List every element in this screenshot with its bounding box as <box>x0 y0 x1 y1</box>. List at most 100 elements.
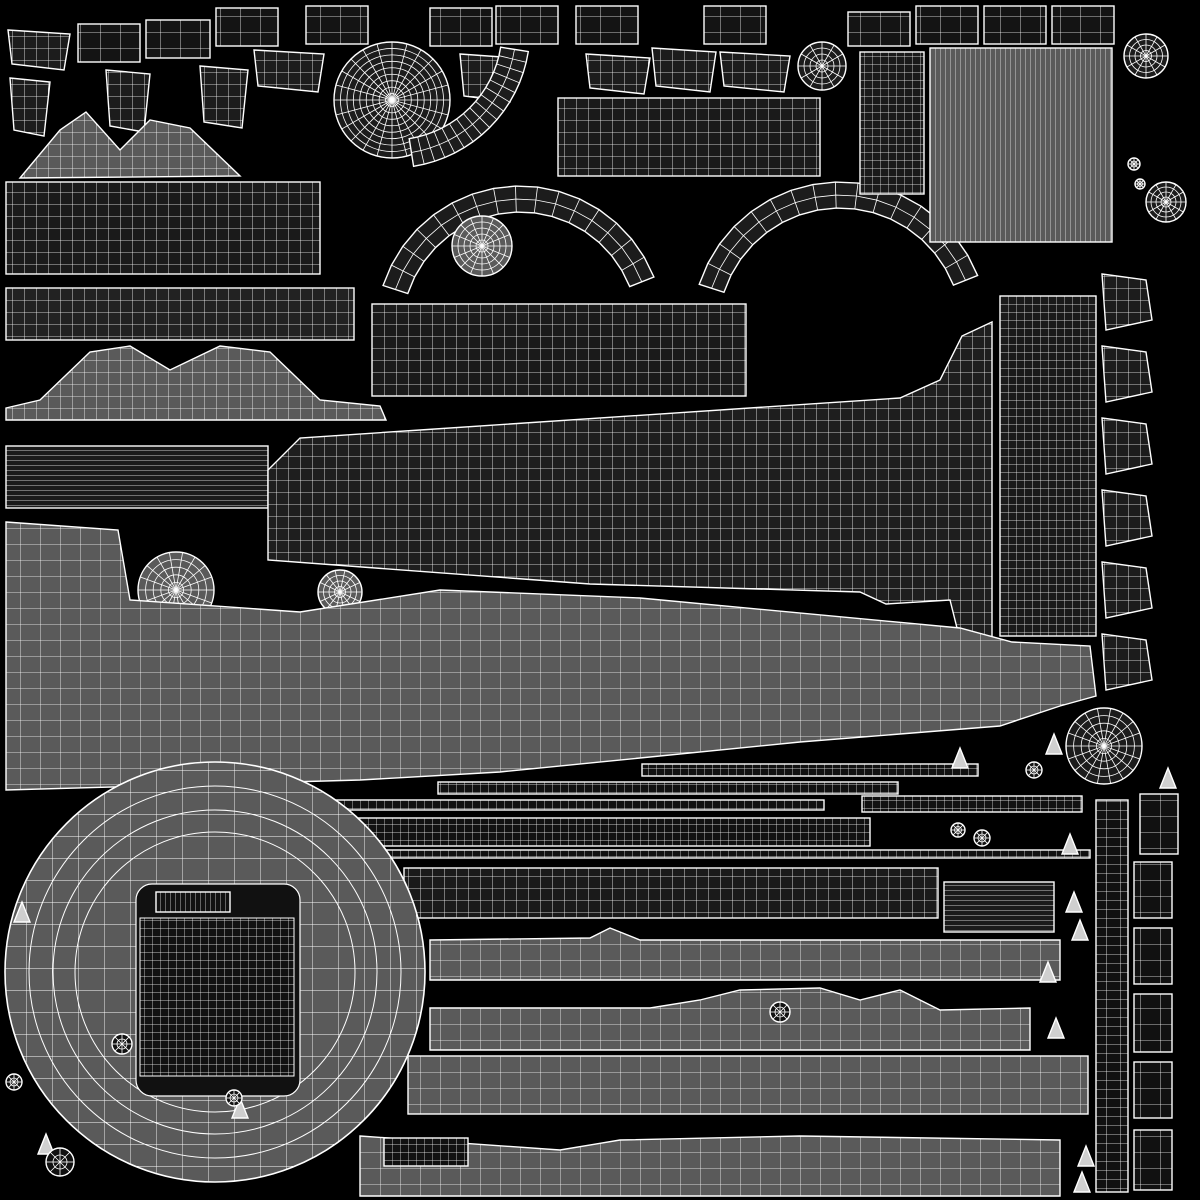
radial-bit-island <box>13 1076 20 1083</box>
top-box-island <box>429 7 493 47</box>
cone-island <box>1160 768 1176 788</box>
block-island <box>929 47 1113 243</box>
radial-part-island <box>140 576 177 591</box>
radial-disc-island <box>391 84 449 101</box>
radial-part-island <box>1103 708 1111 747</box>
radial-bit-island <box>779 1004 788 1013</box>
top-box-island <box>983 5 1047 45</box>
radial-bit-island <box>976 832 983 839</box>
top-box-island <box>915 5 979 45</box>
radial-part-island <box>1103 745 1111 784</box>
top-box-island <box>1051 5 1115 45</box>
radial-part-island <box>156 556 177 591</box>
radial-part-island <box>481 245 504 268</box>
radial-part-island <box>1165 184 1177 203</box>
radial-bit-island <box>1033 769 1040 776</box>
cone-island <box>1072 920 1088 940</box>
radial-part-island <box>175 556 196 591</box>
radial-bit-island <box>114 1043 123 1052</box>
radial-part-island <box>320 582 341 593</box>
cone-island <box>1046 734 1062 754</box>
radial-bit-island <box>59 1151 71 1163</box>
top-box-island <box>305 5 369 45</box>
arch-band-island <box>698 181 979 294</box>
radial-part-island <box>1074 721 1105 747</box>
radial-disc-island <box>376 43 393 101</box>
cone-island <box>36 1132 56 1155</box>
radial-bit-island <box>59 1161 71 1173</box>
radial-bit-island <box>1129 159 1135 165</box>
rail-island <box>641 763 979 777</box>
rail-island <box>403 867 939 919</box>
radial-part-island <box>801 65 823 79</box>
strip-island <box>5 445 269 509</box>
radial-bit-island <box>228 1097 235 1104</box>
cap-island <box>7 29 71 71</box>
radial-part-island <box>1165 201 1184 213</box>
radial-part-island <box>1148 191 1167 203</box>
radial-part-island <box>470 218 483 247</box>
radial-part-island <box>1134 36 1147 57</box>
radial-bit-island <box>13 1081 20 1088</box>
cone-island <box>12 900 32 923</box>
radial-bit-island <box>8 1076 15 1083</box>
cone-island <box>1074 1172 1090 1192</box>
radial-part-island <box>1084 745 1105 780</box>
radial-bit-island <box>772 1011 781 1020</box>
radial-part-island <box>1126 44 1147 57</box>
side-rail-island <box>1095 799 1129 1193</box>
radial-part-island <box>809 65 823 87</box>
radial-part-island <box>1068 745 1105 760</box>
radial-part-island <box>1103 721 1134 747</box>
radial-part-island <box>1145 55 1166 68</box>
top-box-island <box>145 19 211 59</box>
radial-part-island <box>1145 36 1158 57</box>
cap-island <box>719 51 791 93</box>
radial-bit-island <box>1139 180 1144 185</box>
radial-disc-island <box>391 99 443 130</box>
radial-bit-island <box>1133 159 1139 165</box>
arch-band-island <box>382 185 655 295</box>
radial-part-island <box>1103 745 1124 780</box>
radial-part-island <box>460 224 483 247</box>
radial-part-island <box>1134 55 1147 76</box>
radial-part-island <box>481 218 494 247</box>
arch-band-island <box>395 198 643 290</box>
radial-part-island <box>339 574 355 593</box>
bottom-strip-island <box>429 927 1061 981</box>
cone-island <box>1066 892 1082 912</box>
bottom-strip-island <box>407 1055 1089 1115</box>
arch-band-island <box>411 49 515 153</box>
ring-island <box>52 809 378 1135</box>
ring-island <box>74 831 356 1113</box>
radial-bit-island <box>49 1151 61 1163</box>
cap-island <box>9 77 51 137</box>
radial-part-island <box>460 245 483 268</box>
radial-part-island <box>175 576 212 591</box>
radial-part-island <box>809 45 823 67</box>
radial-part-island <box>481 245 494 274</box>
cap-island <box>1101 633 1153 691</box>
radial-part-island <box>1126 55 1147 68</box>
radial-disc-island <box>391 70 443 101</box>
radial-part-island <box>1074 745 1105 771</box>
radial-part-island <box>339 591 360 602</box>
cap-island <box>1101 345 1153 403</box>
radial-disc-island <box>362 99 393 151</box>
radial-bit-island <box>1129 163 1135 169</box>
rail-island <box>323 799 825 811</box>
radial-bit-island <box>772 1004 781 1013</box>
cap-island <box>253 49 325 93</box>
arch-band-island <box>408 46 530 168</box>
radial-part-island <box>1084 712 1105 747</box>
rail-island <box>861 795 1083 813</box>
radial-part-island <box>320 591 341 602</box>
radial-bit-island <box>49 1161 61 1173</box>
radial-part-island <box>146 565 177 591</box>
radial-part-island <box>1145 44 1166 57</box>
cone-island <box>1158 766 1178 789</box>
radial-disc-island <box>350 58 393 101</box>
radial-part-island <box>175 565 206 591</box>
cap-island <box>651 47 717 93</box>
radial-part-island <box>1155 184 1167 203</box>
